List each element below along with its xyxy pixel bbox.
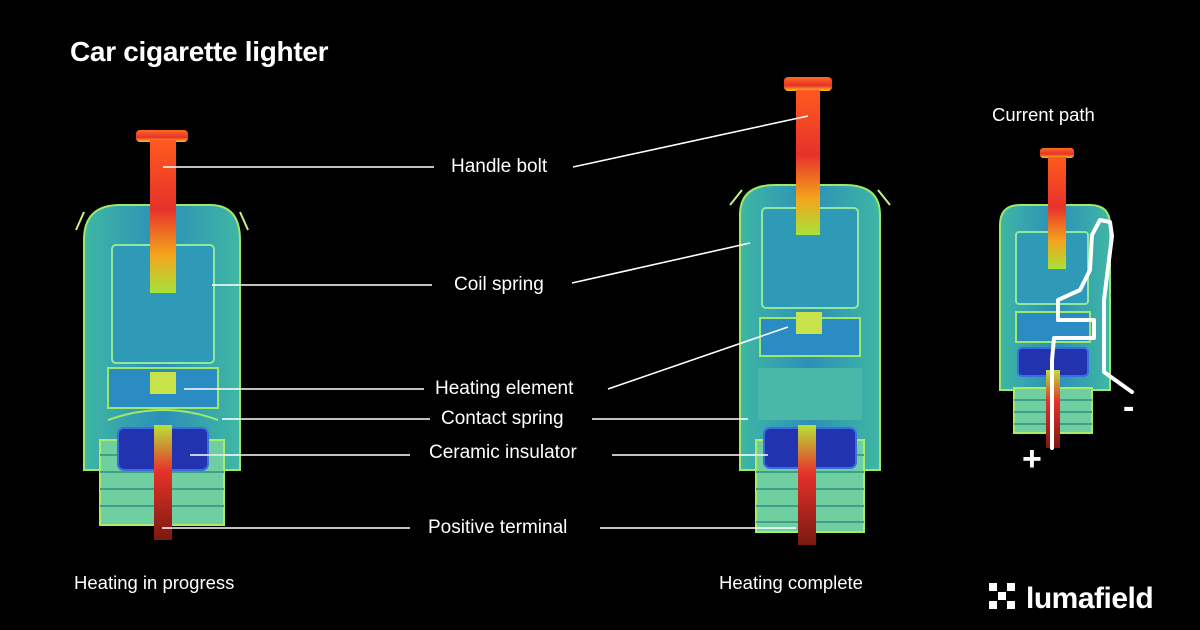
label-contact-spring: Contact spring	[441, 408, 564, 429]
leader-lines	[162, 115, 809, 529]
lighter-heating-in-progress	[75, 130, 249, 540]
brand-logo: lumafield	[986, 580, 1154, 617]
plus-sign: +	[1022, 440, 1042, 478]
label-ceramic-insulator: Ceramic insulator	[429, 442, 577, 463]
lighter-heating-complete	[729, 77, 891, 545]
lighter-current-path	[999, 148, 1134, 450]
lumafield-logo-icon	[986, 580, 1018, 617]
label-coil-spring: Coil spring	[454, 274, 544, 295]
caption-heating-in-progress: Heating in progress	[74, 572, 235, 593]
label-heating-element: Heating element	[435, 378, 574, 399]
label-handle-bolt: Handle bolt	[451, 156, 548, 177]
current-path-line	[1050, 218, 1134, 450]
label-positive-terminal: Positive terminal	[428, 517, 568, 538]
caption-current-path: Current path	[992, 104, 1095, 125]
brand-name: lumafield	[1026, 581, 1154, 615]
page-title: Car cigarette lighter	[70, 36, 329, 67]
caption-heating-complete: Heating complete	[719, 572, 863, 593]
minus-sign: -	[1123, 388, 1135, 426]
